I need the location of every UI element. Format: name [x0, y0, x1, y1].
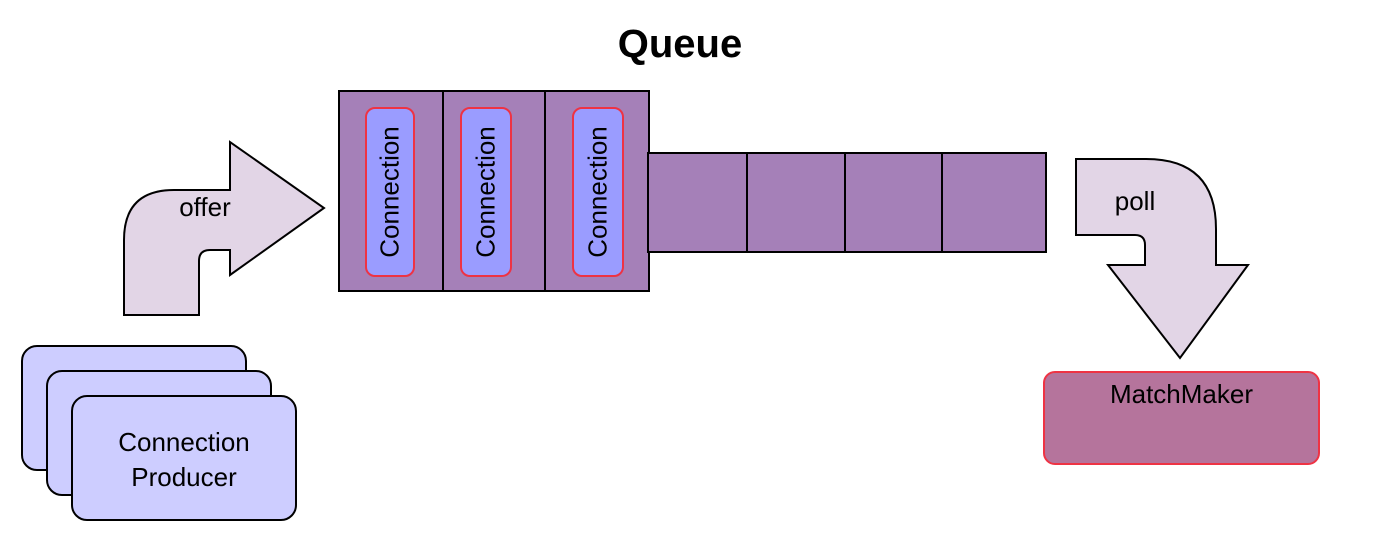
queue-slot-filled: Connection: [442, 90, 546, 292]
match-maker: MatchMaker: [1043, 371, 1320, 465]
connection-producer: Connection Producer: [71, 395, 297, 521]
offer-arrow: [123, 140, 326, 316]
producer-line1: Connection: [118, 427, 250, 457]
queue-slot-filled: Connection: [544, 90, 650, 292]
queue-slot-empty: [647, 152, 748, 253]
queue-slot-filled: Connection: [338, 90, 444, 292]
poll-arrow: [1075, 158, 1250, 360]
producer-line2: Producer: [131, 462, 237, 492]
connection-item: Connection: [572, 107, 624, 277]
offer-label: offer: [179, 192, 231, 222]
queue-title: Queue: [617, 22, 743, 66]
connection-item: Connection: [365, 107, 415, 277]
poll-label: poll: [1114, 186, 1156, 216]
queue-slot-empty: [746, 152, 846, 253]
queue-slot-empty: [941, 152, 1047, 253]
connection-label: Connection: [374, 126, 405, 258]
connection-item: Connection: [460, 107, 512, 277]
connection-label: Connection: [582, 126, 613, 258]
connection-label: Connection: [470, 126, 501, 258]
match-maker-label: MatchMaker: [1109, 379, 1254, 409]
queue-slot-empty: [844, 152, 943, 253]
